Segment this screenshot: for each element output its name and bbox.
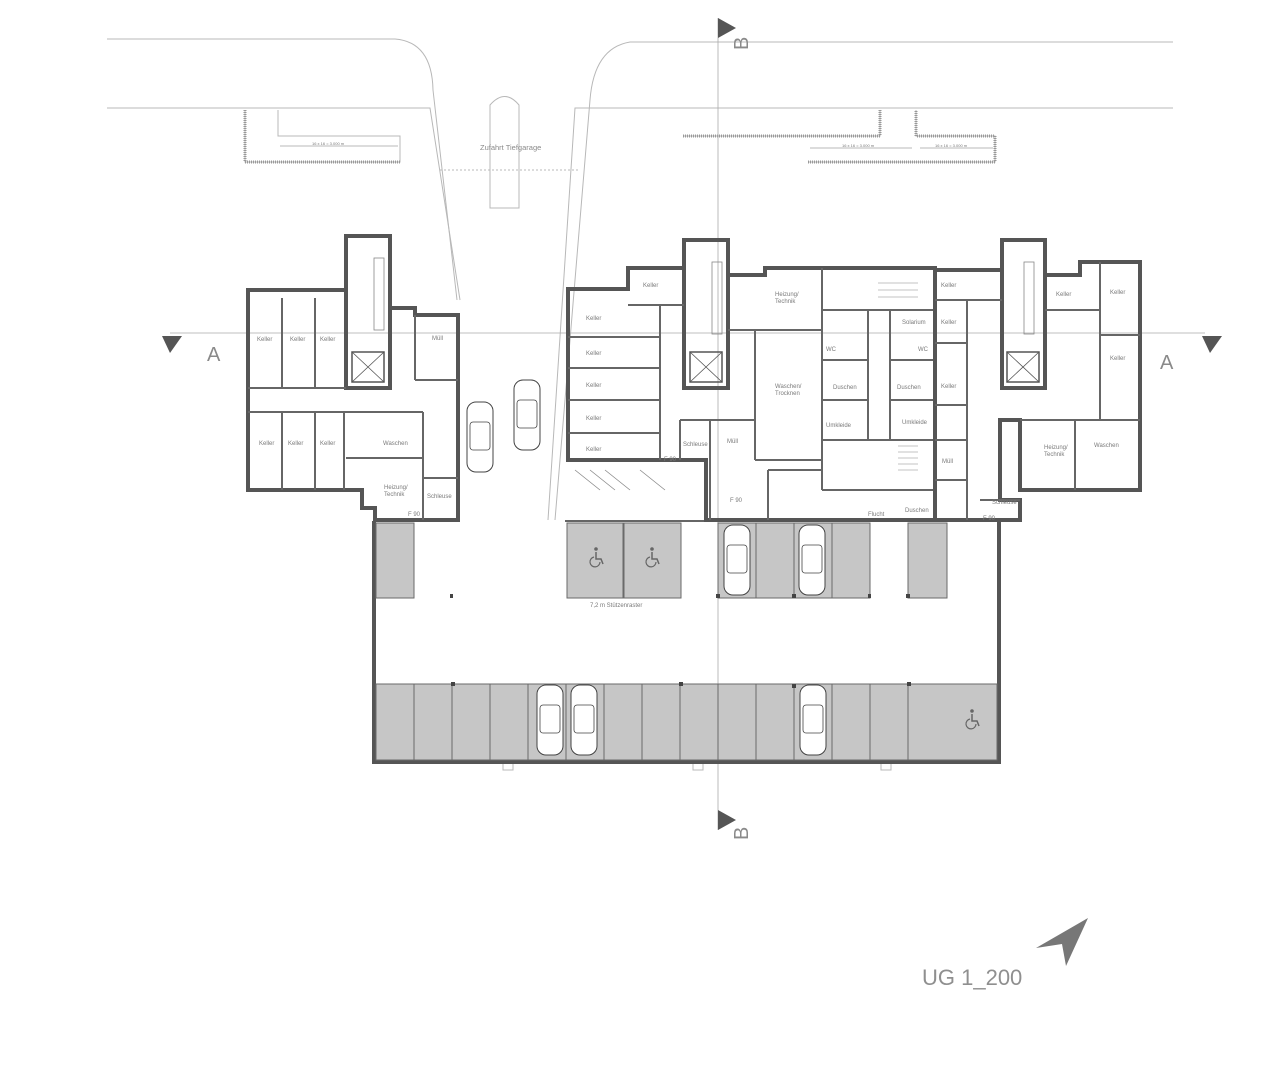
section-b-top: B <box>731 37 753 50</box>
car <box>799 684 827 756</box>
building-middle: Keller Keller Keller Keller Keller Kelle… <box>566 238 937 522</box>
door-label: F 90 <box>408 512 421 518</box>
room-label: Keller <box>941 384 956 390</box>
room-label: Keller <box>586 447 601 453</box>
room-label: Solarium <box>902 320 926 326</box>
parking-dim-left: 16 x 16 = 3.000 m <box>312 141 345 146</box>
door-label: F 90 <box>664 457 677 463</box>
wheelchair-icon <box>965 709 980 730</box>
room-label: Keller <box>1110 290 1125 296</box>
room-label: Duschen <box>905 508 929 514</box>
room-label: Müll <box>727 439 738 445</box>
access-label: Zufahrt Tiefgarage <box>480 143 541 152</box>
room-label: Duschen <box>833 385 857 391</box>
room-label: Keller <box>586 316 601 322</box>
parking-dim-right: 16 x 16 = 3.000 m <box>935 143 968 148</box>
building-left: Keller Keller Keller Keller Keller Kelle… <box>246 234 460 522</box>
room-label: Umkleide <box>902 420 928 426</box>
room-label: Heizung/Technik <box>775 292 799 305</box>
room-label: Waschen/Trocknen <box>775 384 802 397</box>
car <box>513 379 541 451</box>
wheelchair-icons <box>589 547 980 730</box>
room-label: Waschen <box>1094 443 1119 449</box>
room-label: Heizung/Technik <box>384 485 408 498</box>
room-label: Schleuse <box>427 494 452 500</box>
room-label: Müll <box>942 459 953 465</box>
room-label: WC <box>826 347 837 353</box>
room-label: Keller <box>259 441 274 447</box>
room-label: Keller <box>586 383 601 389</box>
room-label: Keller <box>290 337 305 343</box>
section-a-right: A <box>1160 352 1174 374</box>
room-label: Keller <box>257 337 272 343</box>
car <box>723 524 751 596</box>
section-markers: A A B B <box>162 18 1222 840</box>
room-label: Keller <box>1110 356 1125 362</box>
room-label: Keller <box>643 283 658 289</box>
cars <box>466 379 827 756</box>
room-label: Keller <box>941 320 956 326</box>
room-label: Heizung/Technik <box>1044 445 1068 458</box>
room-label: Keller <box>941 283 956 289</box>
scale-label: UG 1_200 <box>922 965 1022 990</box>
section-b-bottom: B <box>731 827 753 840</box>
parking-dim-mid: 16 x 16 = 3.000 m <box>842 143 875 148</box>
car <box>536 684 564 756</box>
room-label: Keller <box>320 337 335 343</box>
room-label: Flucht <box>868 512 885 518</box>
room-label: Keller <box>586 416 601 422</box>
garage-hall: 7,2 m Stützenraster <box>372 520 1001 771</box>
car <box>466 401 494 473</box>
room-label: Müll <box>432 336 443 342</box>
room-label: Duschen <box>897 385 921 391</box>
door-label: F 90 <box>983 516 996 522</box>
room-label: Keller <box>288 441 303 447</box>
column-grid-label: 7,2 m Stützenraster <box>590 603 642 609</box>
wheelchair-icon <box>589 547 604 568</box>
site-context: Zufahrt Tiefgarage 16 x 16 = 3.000 m 16 … <box>107 38 1173 521</box>
room-label: Schleuse <box>683 442 708 448</box>
wheelchair-icon <box>645 547 660 568</box>
room-label: Schleuse <box>992 500 1017 506</box>
section-a-left: A <box>207 344 221 366</box>
car <box>570 684 598 756</box>
room-label: Waschen <box>383 441 408 447</box>
room-label: Keller <box>320 441 335 447</box>
room-label: Umkleide <box>826 423 852 429</box>
building-right: Keller Keller Keller Keller Keller Kelle… <box>933 238 1142 522</box>
north-arrow-icon <box>1036 918 1088 966</box>
door-label: F 90 <box>730 498 743 504</box>
room-label: Keller <box>586 351 601 357</box>
room-label: Keller <box>1056 292 1071 298</box>
car <box>798 524 826 596</box>
room-label: WC <box>918 347 929 353</box>
